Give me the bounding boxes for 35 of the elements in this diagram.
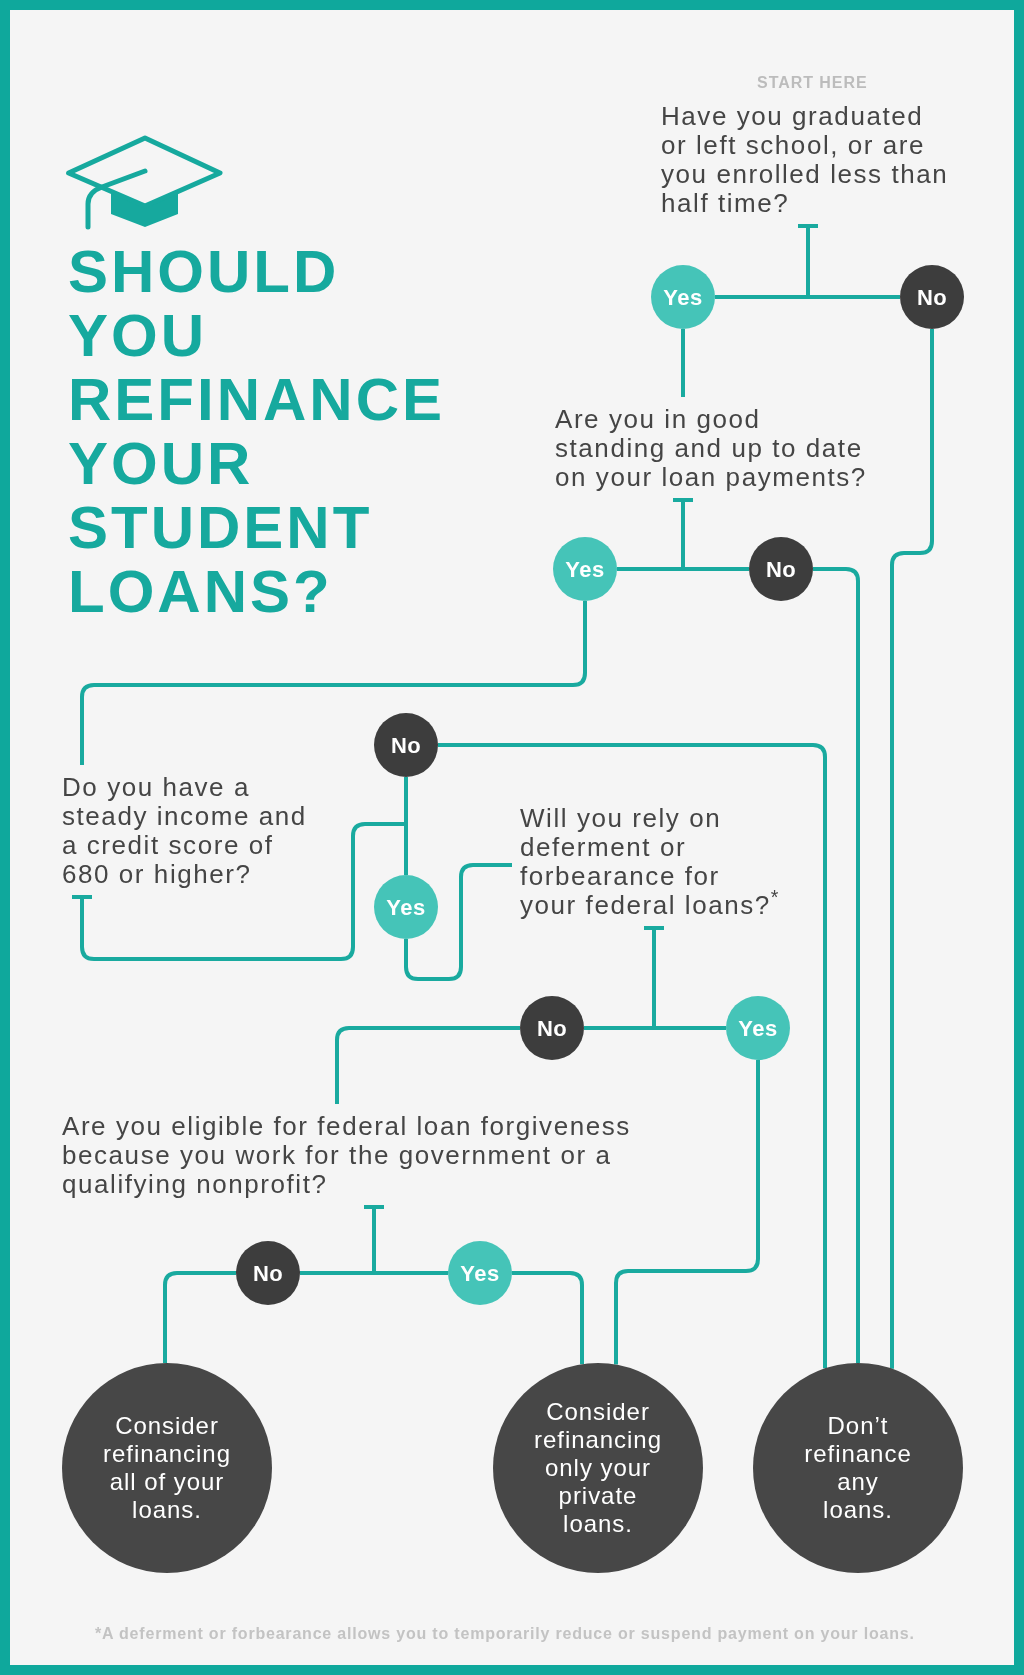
connector-line [438,743,827,1369]
start-label: START HERE [757,73,868,93]
question-text: Will you rely on deferment or forbearance for your federal loans?$^{*}$ [520,804,782,920]
connector-line [890,329,934,1369]
connector-line [70,822,406,961]
question-text: Are you eligible for federal loan forgiveness because you work for the government or a qualifying nonprofit? [62,1112,662,1199]
outcome-text: Consider refinancing only your private loans. [533,1398,663,1538]
connector-line [512,1271,584,1365]
connector-line [796,224,820,297]
connector-line [683,567,749,571]
connector-line [617,567,683,571]
connector-line [374,1271,448,1275]
connector-line [808,295,900,299]
connector-line [404,863,512,981]
connector-line [654,1026,726,1030]
connector-line [163,1271,236,1363]
connector-line [335,1026,520,1104]
connector-line [671,498,695,569]
connector-line [642,926,666,1028]
question-text: Are you in good standing and up to date on your loan payments? [555,405,873,492]
question-text: Have you graduated or left school, or are you enrolled less than half time? [661,102,953,218]
connector-line [584,1026,654,1030]
connector-line [80,601,587,765]
question-text: Do you have a steady income and a credit score of 680 or higher? [62,773,318,889]
outcome-text: Don’t refinance any loans. [803,1412,913,1524]
connector-line [681,329,685,397]
title: SHOULD YOU REFINANCE YOUR STUDENT LOANS? [68,240,446,624]
connector-line [404,777,408,824]
connector-line [813,567,860,1363]
connector-line [715,295,808,299]
connector-line [362,1205,386,1273]
connector-line [404,824,408,875]
outcome-text: Consider refinancing all of your loans. [102,1412,232,1524]
connector-line [300,1271,374,1275]
connector-line [614,1060,760,1365]
